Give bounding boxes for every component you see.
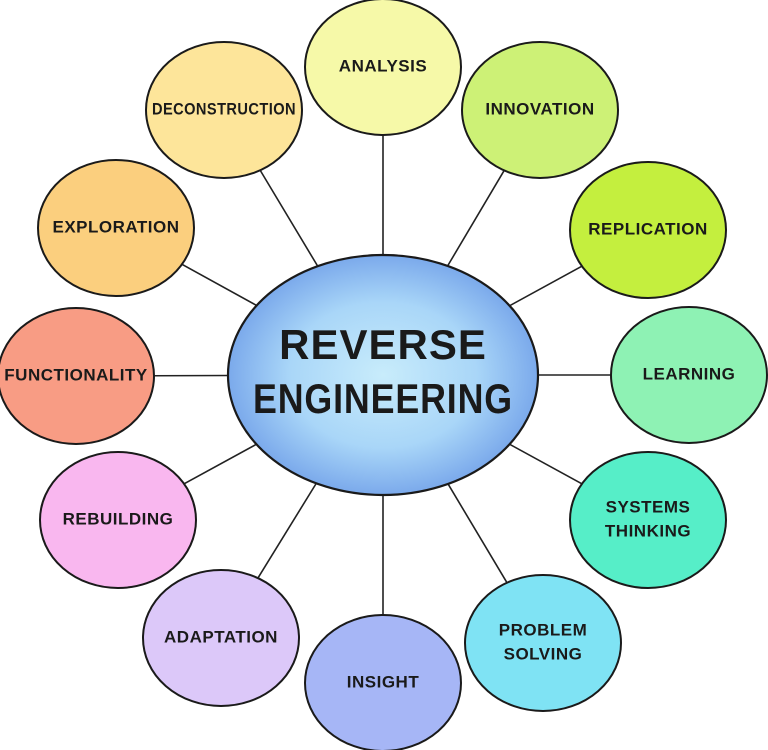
bubble-label-exploration: EXPLORATION	[52, 217, 179, 236]
bubble-shape-replication	[569, 161, 727, 299]
bubble-label-innovation: INNOVATION	[485, 99, 594, 118]
central-topic-label-line-2: ENGINEERING	[253, 375, 513, 422]
bubble-label-replication: REPLICATION	[588, 219, 707, 238]
connector-deconstruction	[258, 168, 320, 269]
central-topic: REVERSE ENGINEERING	[226, 253, 540, 497]
bubble-shape-systems-thinking	[569, 451, 727, 589]
bubble-deconstruction: DECONSTRUCTION	[145, 41, 303, 179]
bubble-exploration: EXPLORATION	[37, 159, 195, 297]
bubble-shape-adaptation	[142, 569, 300, 707]
bubble-label-analysis: ANALYSIS	[339, 56, 427, 75]
bubble-functionality: FUNCTIONALITY	[0, 307, 155, 445]
connector-lines	[152, 134, 612, 616]
bubble-label-rebuilding: REBUILDING	[63, 509, 174, 528]
connector-innovation	[445, 169, 506, 269]
bubble-shape-analysis	[304, 0, 462, 136]
bubble-shape-functionality	[0, 307, 155, 445]
bubble-shape-exploration	[37, 159, 195, 297]
bubble-problem-solving: PROBLEM SOLVING	[464, 574, 622, 712]
connector-replication	[507, 264, 584, 308]
bubble-shape-insight	[304, 614, 462, 750]
connector-adaptation	[256, 481, 319, 580]
bubble-adaptation: ADAPTATION	[142, 569, 300, 707]
bubble-label-systems-thinking-line-1: SYSTEMS	[606, 497, 691, 516]
connector-exploration	[180, 263, 259, 308]
central-topic-shape	[226, 253, 540, 497]
bubble-systems-thinking: SYSTEMS THINKING	[569, 451, 727, 589]
bubble-rebuilding: REBUILDING	[39, 451, 197, 589]
bubble-label-systems-thinking-line-2: THINKING	[605, 521, 691, 540]
bubble-learning: LEARNING	[610, 306, 768, 444]
connector-systems-thinking	[507, 442, 584, 486]
connector-rebuilding	[182, 442, 259, 486]
bubble-innovation: INNOVATION	[461, 41, 619, 179]
bubble-label-learning: LEARNING	[643, 364, 736, 383]
bubble-shape-innovation	[461, 41, 619, 179]
connector-problem-solving	[446, 481, 509, 584]
bubble-label-problem-solving-line-2: SOLVING	[504, 644, 583, 663]
bubble-label-problem-solving-line-1: PROBLEM	[499, 620, 588, 639]
bubble-shape-learning	[610, 306, 768, 444]
central-topic-label-line-1: REVERSE	[279, 321, 487, 368]
bubble-label-deconstruction: DECONSTRUCTION	[152, 99, 296, 118]
bubble-analysis: ANALYSIS	[304, 0, 462, 136]
bubble-shape-deconstruction	[145, 41, 303, 179]
bubble-shape-problem-solving	[464, 574, 622, 712]
bubble-replication: REPLICATION	[569, 161, 727, 299]
bubble-label-functionality: FUNCTIONALITY	[4, 365, 148, 384]
bubble-insight: INSIGHT	[304, 614, 462, 750]
bubble-label-adaptation: ADAPTATION	[164, 627, 278, 646]
bubble-shape-rebuilding	[39, 451, 197, 589]
bubble-label-insight: INSIGHT	[347, 672, 420, 691]
